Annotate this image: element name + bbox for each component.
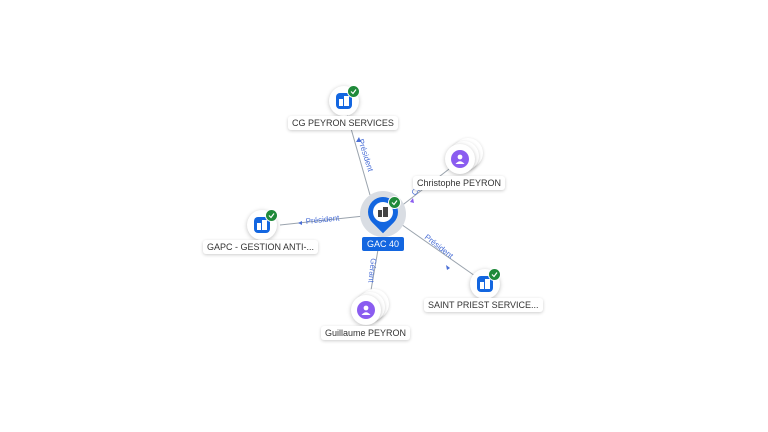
edge-saint bbox=[397, 221, 479, 279]
node-label-guillaume[interactable]: Guillaume PEYRON bbox=[321, 326, 411, 340]
node-label-christophe[interactable]: Christophe PEYRON bbox=[413, 176, 506, 190]
building-icon bbox=[378, 207, 388, 217]
building-icon bbox=[480, 279, 490, 289]
edge-arrow-gapc bbox=[298, 221, 302, 225]
edge-label-guillaume: Gérant bbox=[366, 258, 378, 284]
person-icon bbox=[455, 154, 465, 164]
building-icon bbox=[257, 220, 267, 230]
edge-arrow-christophe bbox=[410, 198, 414, 203]
edge-arrow-saint bbox=[446, 265, 450, 270]
edge-label-saint: Président bbox=[423, 232, 456, 260]
edge-arrow-cg bbox=[356, 137, 361, 142]
center-label[interactable]: GAC 40 bbox=[362, 237, 405, 251]
node-label-gapc[interactable]: GAPC - GESTION ANTI-... bbox=[203, 240, 319, 254]
verified-check-icon bbox=[388, 196, 401, 209]
verified-check-icon bbox=[488, 268, 501, 281]
verified-check-icon bbox=[265, 209, 278, 222]
person-icon bbox=[361, 305, 371, 315]
center-avatar bbox=[373, 202, 393, 222]
building-icon bbox=[339, 96, 349, 106]
node-label-saint[interactable]: SAINT PRIEST SERVICE... bbox=[424, 298, 543, 312]
person-avatar bbox=[351, 295, 381, 325]
edge-label-gapc: Président bbox=[305, 213, 340, 226]
node-label-cg[interactable]: CG PEYRON SERVICES bbox=[288, 116, 398, 130]
verified-check-icon bbox=[347, 85, 360, 98]
person-avatar bbox=[445, 144, 475, 174]
company-avatar bbox=[329, 86, 359, 116]
edge-gapc bbox=[279, 215, 365, 226]
